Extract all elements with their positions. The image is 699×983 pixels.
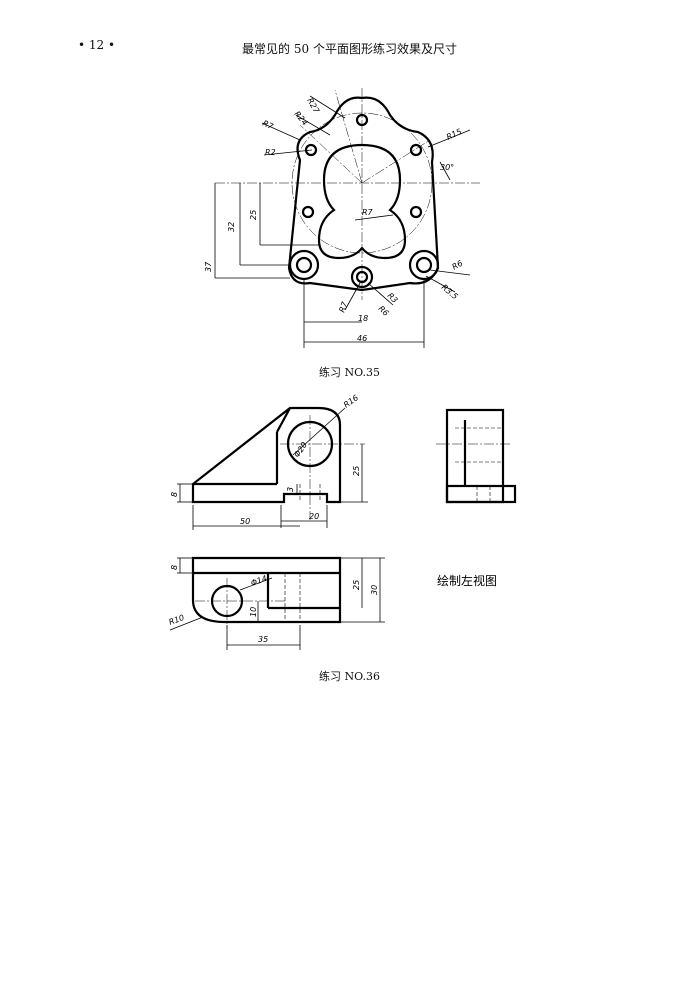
dim-3: 3 xyxy=(286,487,295,492)
dim-r7-mid: R7 xyxy=(362,208,374,217)
dim-8-front: 8 xyxy=(170,492,179,497)
page-number: • 12 • xyxy=(78,38,116,52)
dim-50: 50 xyxy=(240,517,250,526)
dim-25: 25 xyxy=(249,210,258,220)
dim-10: 10 xyxy=(249,607,258,617)
dim-8-plan: 8 xyxy=(170,565,179,570)
exercise-36-plan-dimensions: 8 Φ14 R10 10 25 30 35 xyxy=(168,557,385,650)
draw-left-view-note: 绘制左视图 xyxy=(437,573,497,588)
dim-35: 35 xyxy=(258,635,268,644)
dim-r3: R3 xyxy=(386,291,400,305)
dim-25-front: 25 xyxy=(352,466,361,476)
dim-r7-bottom: R7 xyxy=(337,300,349,314)
dim-r3-5: R3.5 xyxy=(440,283,460,302)
dim-r16: R16 xyxy=(342,393,360,409)
exercise-35-dimensions: R27 R24 R7 R2 R15 30° R7 32 25 37 R6 R3.… xyxy=(204,95,471,348)
dim-r2: R2 xyxy=(265,148,276,157)
dim-r27: R27 xyxy=(305,97,321,116)
dim-r24: R24 xyxy=(292,110,309,128)
exercise-36-side-view xyxy=(436,408,517,504)
dim-37: 37 xyxy=(204,261,213,272)
dim-46: 46 xyxy=(357,334,367,343)
dim-r7-top: R7 xyxy=(261,119,275,132)
dim-18: 18 xyxy=(358,314,368,323)
exercise-36-plan-view: 8 Φ14 R10 10 25 30 35 xyxy=(168,556,385,650)
dim-r15: R15 xyxy=(445,127,463,142)
page-header-title: 最常见的 50 个平面图形练习效果及尺寸 xyxy=(242,42,457,56)
dim-25-plan: 25 xyxy=(352,580,361,590)
exercise-36-front-view: R16 Φ20 25 8 3 50 20 xyxy=(170,393,368,530)
exercise-35-drawing: R27 R24 R7 R2 R15 30° R7 32 25 37 R6 R3.… xyxy=(204,88,480,348)
dim-r6: R6 xyxy=(451,259,465,272)
dim-20: 20 xyxy=(309,512,319,521)
exercise-35-caption: 练习 NO.35 xyxy=(319,366,380,379)
dim-phi14: Φ14 xyxy=(250,574,269,588)
dim-phi20: Φ20 xyxy=(292,440,309,459)
dim-angle-30: 30° xyxy=(440,163,454,172)
dim-30: 30 xyxy=(370,585,379,595)
exercise-36-caption: 练习 NO.36 xyxy=(319,670,380,683)
dim-r6-bottom: R6 xyxy=(377,304,391,318)
exercise-36-front-dimensions: R16 Φ20 25 8 3 50 20 xyxy=(170,393,368,530)
dim-32: 32 xyxy=(227,222,236,232)
